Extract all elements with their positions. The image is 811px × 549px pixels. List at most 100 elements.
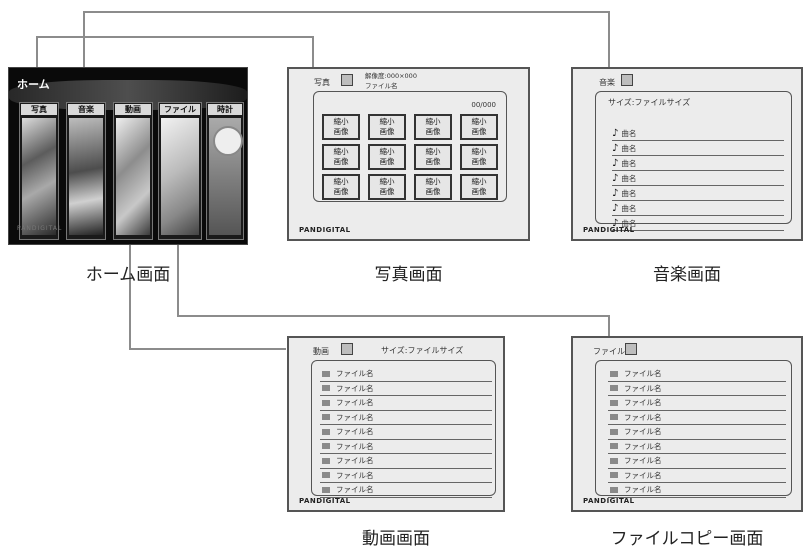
thumb-label-line1: 縮小 <box>471 117 487 126</box>
music-screen-title: 音楽 <box>599 78 615 87</box>
connector-music <box>83 11 610 95</box>
tile-video[interactable]: 動画 <box>113 102 153 240</box>
video-list-item[interactable]: ファイル名 <box>320 411 492 425</box>
music-list-item[interactable]: ♪曲名 <box>612 201 784 216</box>
tile-music[interactable]: 音楽 <box>66 102 106 240</box>
pandigital-logo: PANDIGITAL <box>299 226 351 234</box>
clock-face-icon <box>213 126 243 156</box>
filecopy-item-label: ファイル名 <box>624 470 662 480</box>
filecopy-item-label: ファイル名 <box>624 427 662 437</box>
video-item-label: ファイル名 <box>336 456 374 466</box>
filecopy-list-item[interactable]: ファイル名 <box>608 396 786 411</box>
pandigital-logo: PANDIGITAL <box>583 226 635 234</box>
tile-file-label: ファイル <box>160 104 200 115</box>
thumb-label-line1: 縮小 <box>379 177 395 186</box>
video-item-label: ファイル名 <box>336 427 374 437</box>
video-list-item[interactable]: ファイル名 <box>320 367 492 382</box>
thumb-label-line1: 縮小 <box>379 117 395 126</box>
video-size-label: サイズ:ファイルサイズ <box>381 346 464 355</box>
file-art-icon <box>161 118 199 235</box>
video-screen-title: 動画 <box>313 347 329 356</box>
photo-thumbnail[interactable]: 縮小画像 <box>322 174 360 200</box>
photo-thumbnail[interactable]: 縮小画像 <box>368 114 406 140</box>
filecopy-list-item[interactable]: ファイル名 <box>608 483 786 498</box>
photo-thumbnail[interactable]: 縮小画像 <box>322 114 360 140</box>
music-note-icon: ♪ <box>612 202 619 214</box>
filecopy-list-item[interactable]: ファイル名 <box>608 440 786 454</box>
file-square-icon <box>322 472 330 479</box>
video-list-item[interactable]: ファイル名 <box>320 440 492 454</box>
filecopy-list-item[interactable]: ファイル名 <box>608 411 786 425</box>
filecopy-list-item[interactable]: ファイル名 <box>608 469 786 483</box>
home-footer-text: PANDIGITAL <box>17 225 63 232</box>
filecopy-item-label: ファイル名 <box>624 441 662 451</box>
tile-file[interactable]: ファイル <box>158 102 202 240</box>
photo-thumbnail[interactable]: 縮小画像 <box>460 174 498 200</box>
thumb-label-line2: 画像 <box>425 187 441 196</box>
pandigital-logo: PANDIGITAL <box>299 497 351 505</box>
thumb-label-line1: 縮小 <box>471 177 487 186</box>
photo-thumbnail[interactable]: 縮小画像 <box>368 174 406 200</box>
music-list-item[interactable]: ♪曲名 <box>612 186 784 201</box>
tile-clock[interactable]: 時計 <box>206 102 244 240</box>
video-list-item[interactable]: ファイル名 <box>320 469 492 483</box>
video-list-item[interactable]: ファイル名 <box>320 382 492 396</box>
music-note-icon: ♪ <box>612 127 619 139</box>
photo-screen: 写真 解像度:000×000 ファイル名 00/000 縮小画像縮小画像縮小画像… <box>287 67 530 241</box>
photo-thumbnail[interactable]: 縮小画像 <box>414 144 452 170</box>
filecopy-list-item[interactable]: ファイル名 <box>608 367 786 382</box>
photo-thumbnail[interactable]: 縮小画像 <box>414 174 452 200</box>
photo-thumbnail[interactable]: 縮小画像 <box>368 144 406 170</box>
filecopy-list-item[interactable]: ファイル名 <box>608 425 786 440</box>
music-item-label: 曲名 <box>621 128 637 138</box>
filecopy-item-label: ファイル名 <box>624 398 662 408</box>
tile-photo-label: 写真 <box>21 104 57 115</box>
tile-photo[interactable]: 写真 <box>19 102 59 240</box>
video-list-item[interactable]: ファイル名 <box>320 454 492 469</box>
photo-resolution: 解像度:000×000 <box>365 72 417 80</box>
filecopy-list-item[interactable]: ファイル名 <box>608 454 786 469</box>
music-list-item[interactable]: ♪曲名 <box>612 216 784 231</box>
connector-video <box>129 207 286 350</box>
photo-thumbnail[interactable]: 縮小画像 <box>460 144 498 170</box>
file-square-icon <box>610 472 618 479</box>
photo-thumbnail[interactable]: 縮小画像 <box>322 144 360 170</box>
thumb-label-line1: 縮小 <box>379 147 395 156</box>
file-square-icon <box>322 443 330 450</box>
home-title: ホーム <box>17 78 50 91</box>
file-list: ファイル名ファイル名ファイル名ファイル名ファイル名ファイル名ファイル名ファイル名… <box>608 367 786 498</box>
video-list-item[interactable]: ファイル名 <box>320 483 492 498</box>
music-square-icon <box>621 74 633 86</box>
music-size-label: サイズ:ファイルサイズ <box>608 98 691 107</box>
file-square-icon <box>610 486 618 493</box>
photo-panel: 00/000 縮小画像縮小画像縮小画像縮小画像縮小画像縮小画像縮小画像縮小画像縮… <box>313 91 507 202</box>
thumb-label-line2: 画像 <box>471 187 487 196</box>
music-list-item[interactable]: ♪曲名 <box>612 126 784 141</box>
filecopy-item-label: ファイル名 <box>624 383 662 393</box>
file-square-icon <box>322 414 330 421</box>
music-list-item[interactable]: ♪曲名 <box>612 141 784 156</box>
filecopy-item-label: ファイル名 <box>624 412 662 422</box>
connector-file <box>177 207 610 337</box>
photo-thumbnail[interactable]: 縮小画像 <box>460 114 498 140</box>
filecopy-list-item[interactable]: ファイル名 <box>608 382 786 396</box>
tile-clock-label: 時計 <box>208 104 242 115</box>
video-screen: 動画 サイズ:ファイルサイズ ファイル名ファイル名ファイル名ファイル名ファイル名… <box>287 336 505 512</box>
video-item-label: ファイル名 <box>336 470 374 480</box>
filecopy-square-icon <box>625 343 637 355</box>
video-item-label: ファイル名 <box>336 398 374 408</box>
video-list-item[interactable]: ファイル名 <box>320 396 492 411</box>
filecopy-item-label: ファイル名 <box>624 369 662 379</box>
music-list-item[interactable]: ♪曲名 <box>612 171 784 186</box>
file-square-icon <box>610 414 618 421</box>
music-list-item[interactable]: ♪曲名 <box>612 156 784 171</box>
thumb-label-line2: 画像 <box>333 187 349 196</box>
filecopy-item-label: ファイル名 <box>624 456 662 466</box>
video-square-icon <box>341 343 353 355</box>
music-note-icon: ♪ <box>612 172 619 184</box>
thumb-label-line2: 画像 <box>379 157 395 166</box>
photo-thumbnail[interactable]: 縮小画像 <box>414 114 452 140</box>
video-list-item[interactable]: ファイル名 <box>320 425 492 440</box>
tile-music-label: 音楽 <box>68 104 104 115</box>
thumb-label-line2: 画像 <box>425 157 441 166</box>
